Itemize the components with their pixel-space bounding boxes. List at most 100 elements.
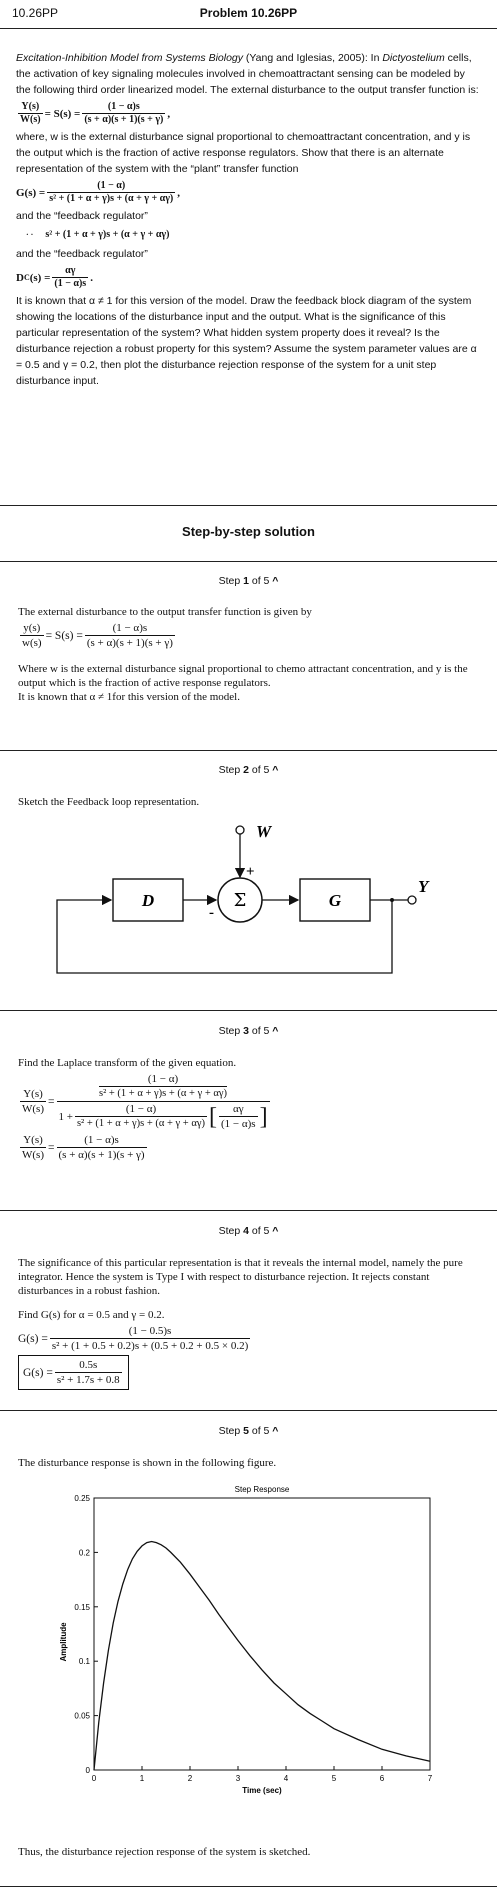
step3-lhs-num: Y(s) (23, 1088, 43, 1100)
eq3-lead: · · (26, 230, 34, 239)
y-label: Y (418, 877, 430, 896)
step3-top-num: (1 − α) (147, 1073, 179, 1085)
divider (0, 561, 497, 562)
step-label: Step (218, 575, 241, 587)
y-tick-label: 0.1 (79, 1657, 91, 1666)
step-of: of 5 (251, 1425, 270, 1437)
step-2-toggle[interactable]: Step 2 of 5 ^ (0, 764, 497, 776)
eq4-lhs: D (16, 271, 24, 284)
x-tick-label: 7 (428, 1774, 433, 1783)
minus-sign: - (209, 905, 214, 921)
eq1-lhs-den: W(s) (18, 113, 43, 125)
equation-1: Y(s)W(s) = S(s) = (1 − α)s(s + α)(s + 1)… (16, 101, 482, 126)
divider (0, 1410, 497, 1411)
step3-one-plus: 1 + (58, 1110, 73, 1123)
divider (0, 1010, 497, 1011)
eq4-sub: C (23, 272, 30, 282)
step5-conclusion: Thus, the disturbance rejection response… (18, 1846, 311, 1858)
g-label: G (329, 891, 342, 910)
w-input-node (235, 825, 245, 835)
step3-lhs-den: W(s) (20, 1101, 46, 1115)
chart-title: Step Response (235, 1485, 290, 1494)
eq3-body: s² + (1 + α + γ)s + (α + γ + αγ) (45, 229, 170, 240)
step4-g-den: s² + (1 + 0.5 + 0.2)s + (0.5 + 0.2 + 0.5… (49, 1338, 251, 1352)
step1-intro: The external disturbance to the output t… (18, 606, 312, 618)
intro-text-b: cells, the activation of key signaling m… (16, 52, 479, 96)
chevron-up-icon: ^ (272, 575, 279, 587)
equation-3: · · s² + (1 + α + γ)s + (α + γ + αγ) (26, 227, 482, 243)
step-2-body: Sketch the Feedback loop representation. (18, 795, 478, 809)
step1-lhs-num: y(s) (23, 622, 41, 634)
step-label: Step (218, 1225, 241, 1237)
step2-text: Sketch the Feedback loop representation. (18, 796, 200, 808)
step-4-toggle[interactable]: Step 4 of 5 ^ (0, 1225, 497, 1237)
step3-eq: = (48, 1095, 55, 1108)
dicty-name: Dictyostelium (382, 52, 445, 64)
step-of: of 5 (251, 764, 270, 776)
problem-intro: Excitation-Inhibition Model from Systems… (16, 50, 482, 98)
step3-res-num: (1 − α)s (84, 1134, 119, 1146)
feedback-block-diagram: W + Σ - D G Y (56, 822, 430, 974)
step3-res-den: (s + α)(s + 1)(s + γ) (56, 1147, 147, 1161)
eq1-den: (s + α)(s + 1)(s + γ) (82, 113, 166, 125)
d-label: D (141, 891, 154, 910)
eq2-den: s² + (1 + α + γ)s + (α + γ + αγ) (47, 192, 176, 204)
w-label: W (256, 822, 273, 841)
step-3-toggle[interactable]: Step 3 of 5 ^ (0, 1025, 497, 1037)
step1-num: (1 − α)s (112, 622, 148, 634)
plus-sign: + (246, 864, 255, 880)
step4-box-lhs: G(s) = (23, 1366, 53, 1379)
feedback-text-1: and the “feedback regulator” (16, 210, 148, 222)
step4-g-lhs: G(s) = (18, 1332, 48, 1345)
step-5-toggle[interactable]: Step 5 of 5 ^ (0, 1425, 497, 1437)
step1-known: It is known that α ≠ 1for this version o… (18, 691, 240, 703)
step1-equation: y(s)w(s) = S(s) = (1 − α)s(s + α)(s + 1)… (18, 621, 478, 650)
step4-text: The significance of this particular repr… (18, 1257, 463, 1297)
step-label: Step (218, 1425, 241, 1437)
step4-find: Find G(s) for α = 0.5 and γ = 0.2. (18, 1309, 165, 1321)
chevron-up-icon: ^ (272, 764, 279, 776)
problem-id: 10.26PP (12, 6, 59, 20)
where-text: where, w is the external disturbance sig… (16, 131, 471, 175)
x-tick-label: 4 (284, 1774, 289, 1783)
step3-bracket-den: (1 − α)s (218, 1116, 258, 1130)
intro-text-a: (Yang and Iglesias, 2005): In (243, 52, 383, 64)
step1-mid: = S(s) = (45, 629, 83, 642)
step-1-toggle[interactable]: Step 1 of 5 ^ (0, 575, 497, 587)
eq1-num: (1 − α)s (107, 101, 140, 112)
step4-box-num: 0.5s (79, 1359, 98, 1371)
step3-inner-num: (1 − α) (125, 1103, 157, 1115)
x-tick-label: 0 (92, 1774, 97, 1783)
eq4-den: (1 − α)s (52, 277, 89, 289)
chevron-up-icon: ^ (272, 1425, 279, 1437)
x-tick-label: 3 (236, 1774, 241, 1783)
feedback-path (56, 894, 393, 974)
step3-bracket-num: αγ (232, 1103, 244, 1115)
chart-ylabel: Amplitude (59, 1622, 68, 1662)
step3-lhs-den: W(s) (20, 1147, 46, 1161)
eq1-lhs-num: Y(s) (21, 101, 40, 112)
eq4-tail: . (90, 271, 93, 284)
step-number: 5 (243, 1425, 249, 1437)
step3-eq: = (48, 1141, 55, 1154)
step-number: 1 (243, 575, 249, 587)
step3-equation-1: Y(s)W(s) = (1 − α) s² + (1 + α + γ)s + (… (20, 1073, 270, 1130)
x-tick-label: 6 (380, 1774, 385, 1783)
d-block (112, 878, 184, 922)
step5-text: The disturbance response is shown in the… (18, 1457, 277, 1469)
chevron-up-icon: ^ (272, 1025, 279, 1037)
eq2-tail: , (177, 186, 181, 199)
eq2-lhs: G(s) = (16, 186, 46, 199)
step4-box-den: s² + 1.7s + 0.8 (54, 1372, 122, 1386)
problem-statement: Excitation-Inhibition Model from Systems… (16, 50, 482, 389)
step3-inner-den: s² + (1 + α + γ)s + (α + γ + αγ) (74, 1116, 207, 1129)
eq4-num: αγ (65, 265, 76, 276)
eq1-mid: = S(s) = (44, 107, 81, 120)
closing-text: It is known that α ≠ 1 for this version … (16, 295, 477, 387)
response-line (93, 1540, 431, 1771)
divider (0, 1886, 497, 1887)
x-tick-label: 2 (188, 1774, 193, 1783)
